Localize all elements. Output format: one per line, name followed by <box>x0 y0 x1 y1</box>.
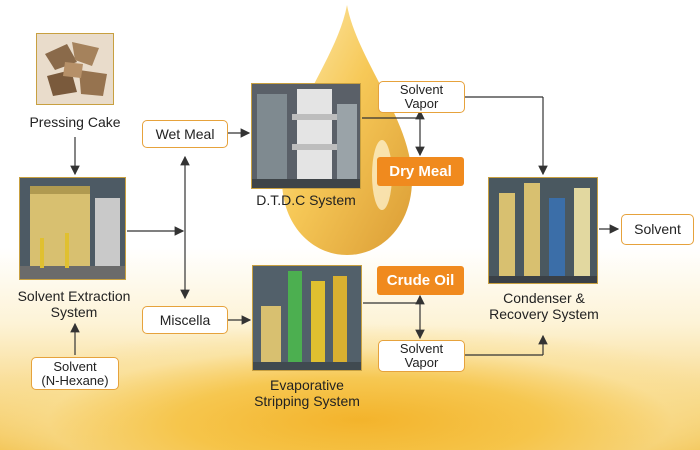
solvent-extraction-label-line2: System <box>50 304 98 320</box>
dtdc-label: D.T.D.C System <box>256 192 356 208</box>
condenser-label-line1: Condenser & <box>503 290 585 306</box>
solvent-nhexane-box: Solvent (N-Hexane) <box>31 357 119 390</box>
solvent-output-box: Solvent <box>621 214 694 245</box>
solvent-extraction-label-line1: Solvent Extraction <box>17 288 131 304</box>
pressing-cake-label: Pressing Cake <box>29 114 121 130</box>
evaporative-label-line1: Evaporative <box>270 377 344 393</box>
dtdc-system-image <box>251 83 361 189</box>
miscella-box: Miscella <box>142 306 228 334</box>
solvent-output-text: Solvent <box>634 221 681 237</box>
solvent-vapor-bottom-box: Solvent Vapor <box>378 340 465 372</box>
evaporative-system-image <box>252 265 362 371</box>
condenser-system-image <box>488 177 598 284</box>
solvent-vapor-top-box: Solvent Vapor <box>378 81 465 113</box>
crude-oil-box: Crude Oil <box>377 266 464 295</box>
wet-meal-text: Wet Meal <box>155 125 215 142</box>
solvent-vapor-bottom-line2: Vapor <box>404 355 439 370</box>
wet-meal-box: Wet Meal <box>142 120 228 148</box>
solvent-extraction-image <box>19 177 126 280</box>
miscella-text: Miscella <box>159 311 211 328</box>
evaporative-label: Evaporative Stripping System <box>235 377 379 409</box>
dry-meal-box: Dry Meal <box>377 157 464 186</box>
solvent-nhexane-line2: (N-Hexane) <box>41 372 109 388</box>
evaporative-label-line2: Stripping System <box>254 393 360 409</box>
pressing-cake-image <box>36 33 114 105</box>
condenser-label: Condenser & Recovery System <box>470 290 618 322</box>
condenser-label-line2: Recovery System <box>489 306 599 322</box>
solvent-extraction-label: Solvent Extraction System <box>2 288 146 320</box>
solvent-vapor-top-line2: Vapor <box>404 96 439 111</box>
solvent-nhexane-line1: Solvent <box>53 358 97 374</box>
dry-meal-text: Dry Meal <box>389 163 452 180</box>
solvent-vapor-bottom-line1: Solvent <box>399 341 444 356</box>
crude-oil-text: Crude Oil <box>386 272 455 289</box>
solvent-vapor-top-line1: Solvent <box>399 82 444 97</box>
